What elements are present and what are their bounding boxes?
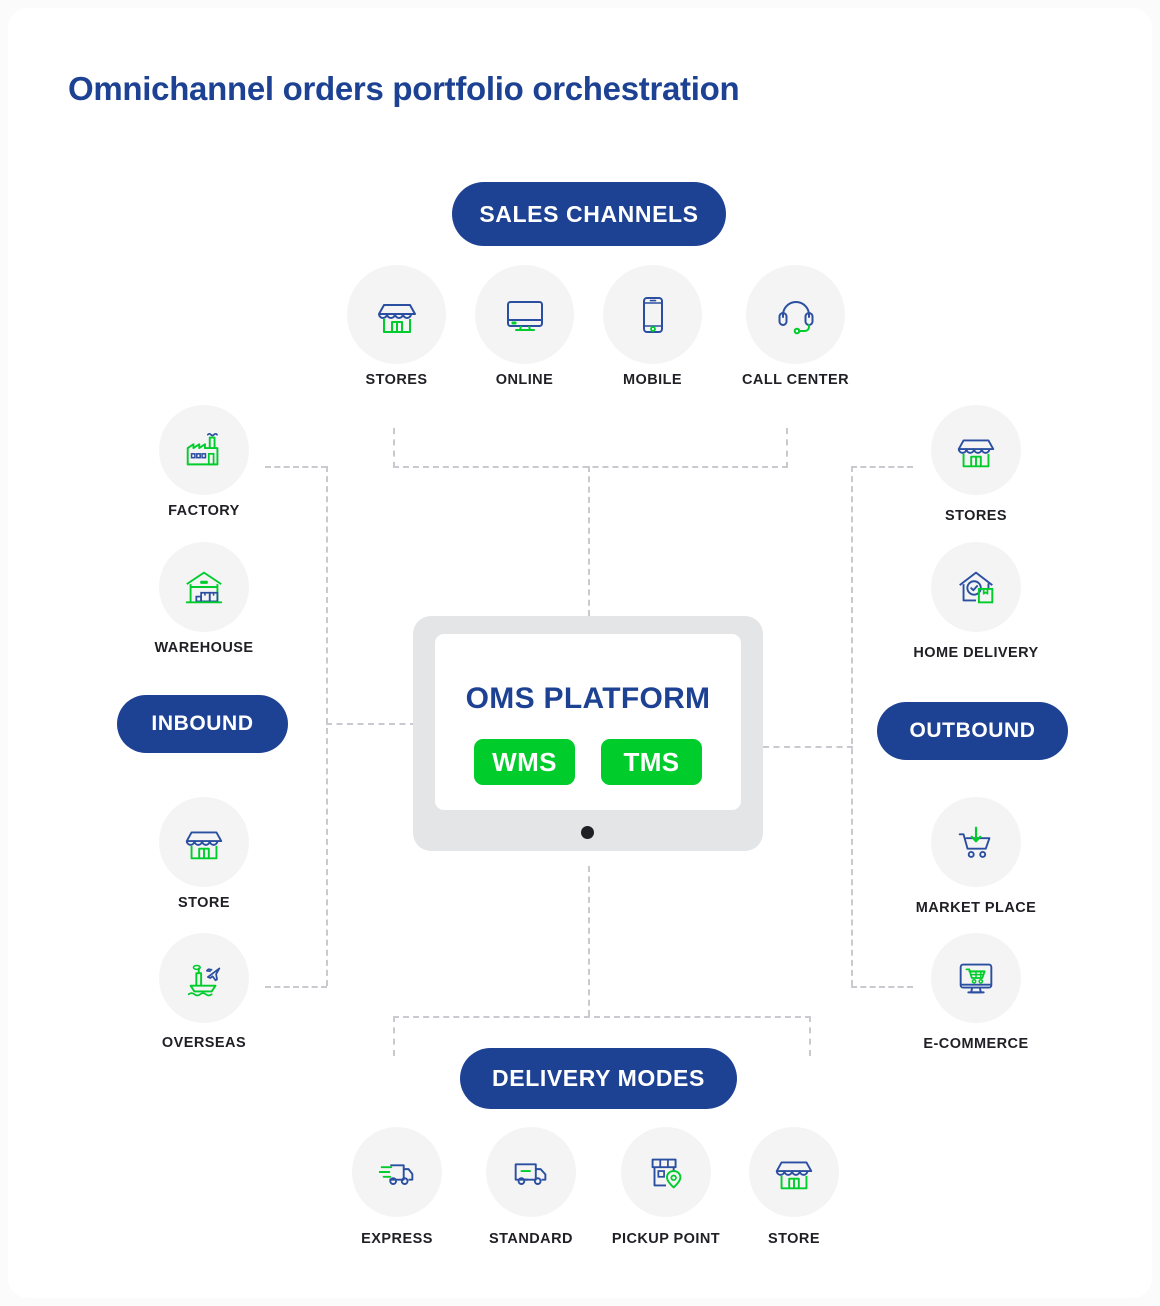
connector-inbound-bottom-in [265, 986, 327, 988]
tms-button[interactable]: TMS [601, 739, 702, 785]
icon-circle [159, 933, 249, 1023]
storefront-icon [181, 819, 227, 865]
shop-pin-icon [643, 1148, 689, 1196]
node-label: EXPRESS [361, 1231, 433, 1247]
icon-circle [931, 797, 1021, 887]
connector-top-center-down [588, 466, 590, 616]
connector-sales-right-stub [786, 428, 788, 468]
connector-outbound-top-in [851, 466, 913, 468]
connector-outbound-center-out [763, 746, 853, 748]
icon-circle [746, 265, 845, 364]
connector-delivery-left-stub [393, 1016, 395, 1056]
icon-circle [159, 405, 249, 495]
node-label: STORE [178, 895, 230, 911]
node-label: STORES [944, 508, 1008, 524]
icon-circle [621, 1127, 711, 1217]
oms-platform-monitor: OMS PLATFORM WMS TMS [413, 616, 763, 851]
page-title: Omnichannel orders portfolio orchestrati… [68, 70, 740, 107]
connector-top-bus [393, 466, 788, 468]
oms-platform-title: OMS PLATFORM [465, 682, 711, 715]
node-label: PICKUP POINT [611, 1231, 721, 1247]
badge-sales-channels[interactable]: SALES CHANNELS [452, 182, 726, 246]
connector-outbound-bottom-in [851, 986, 913, 988]
connector-inbound-center-out [326, 723, 416, 725]
node-label: HOME DELIVERY [913, 645, 1039, 661]
icon-circle [159, 542, 249, 632]
connector-inbound-top-in [265, 466, 327, 468]
node-label: E-COMMERCE [923, 1036, 1029, 1052]
node-label: OVERSEAS [161, 1035, 247, 1051]
monitor-screen: OMS PLATFORM WMS TMS [435, 634, 741, 810]
oms-module-buttons: WMS TMS [435, 739, 741, 785]
icon-circle [475, 265, 574, 364]
node-label: FACTORY [168, 503, 240, 519]
house-package-icon [953, 564, 999, 610]
icon-circle [603, 265, 702, 364]
storefront-icon [953, 427, 999, 473]
connector-bottom-bus [393, 1016, 811, 1018]
node-label: STORES [365, 372, 428, 388]
connector-delivery-right-stub [809, 1016, 811, 1056]
ship-plane-icon [181, 955, 227, 1001]
wms-button[interactable]: WMS [474, 739, 575, 785]
badge-inbound[interactable]: INBOUND [117, 695, 288, 753]
storefront-icon [373, 291, 421, 339]
mobile-phone-icon [629, 291, 677, 339]
badge-delivery-modes[interactable]: DELIVERY MODES [460, 1048, 737, 1109]
icon-circle [159, 797, 249, 887]
factory-icon [181, 427, 227, 473]
connector-bottom-center-up [588, 866, 590, 1016]
connector-outbound-vertical [851, 466, 853, 986]
icon-circle [749, 1127, 839, 1217]
storefront-icon [771, 1149, 817, 1195]
icon-circle [347, 265, 446, 364]
node-label: MOBILE [622, 372, 683, 388]
node-label: MARKET PLACE [915, 900, 1037, 916]
monitor-cart-icon [953, 955, 999, 1001]
node-label: ONLINE [495, 372, 554, 388]
node-label: CALL CENTER [742, 372, 849, 388]
express-truck-icon [374, 1149, 420, 1195]
badge-outbound[interactable]: OUTBOUND [877, 702, 1068, 760]
node-label: WAREHOUSE [154, 640, 254, 656]
monitor-home-button [581, 826, 594, 839]
icon-circle [931, 405, 1021, 495]
connector-inbound-vertical [326, 466, 328, 986]
connector-sales-left-stub [393, 428, 395, 468]
cart-download-icon [953, 819, 999, 865]
node-label: STANDARD [489, 1231, 573, 1247]
desktop-monitor-icon [501, 291, 549, 339]
icon-circle [931, 542, 1021, 632]
diagram-card: Omnichannel orders portfolio orchestrati… [8, 8, 1152, 1298]
node-label: STORE [768, 1231, 820, 1247]
icon-circle [352, 1127, 442, 1217]
headset-icon [772, 291, 820, 339]
warehouse-icon [181, 564, 227, 610]
icon-circle [486, 1127, 576, 1217]
delivery-truck-icon [508, 1149, 554, 1195]
icon-circle [931, 933, 1021, 1023]
